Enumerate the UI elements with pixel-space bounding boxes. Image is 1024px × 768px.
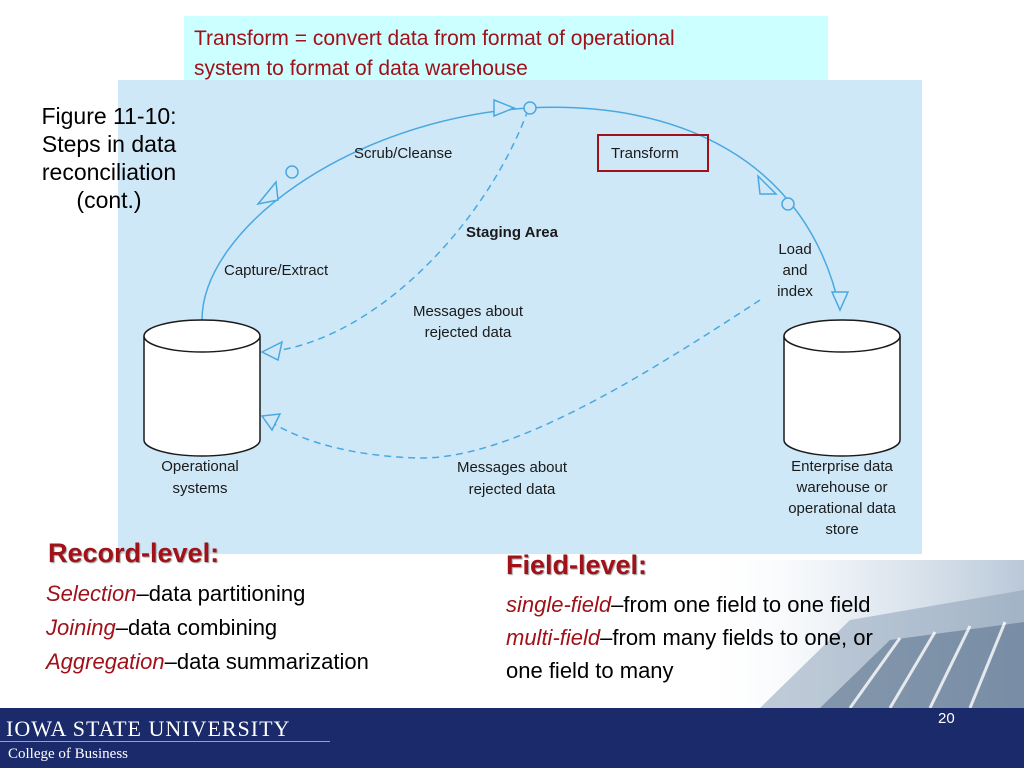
arc-node-right [781,197,795,211]
flow-arc [201,106,841,321]
label-index: index [777,283,813,300]
label-enterprise-1: Enterprise data [791,458,893,475]
operational-systems-cylinder-icon [143,319,261,457]
field-level-line-2: multi-field–from many fields to one, or [506,621,873,655]
reconciliation-diagram: Scrub/Cleanse Transform Staging Area Cap… [118,80,922,554]
record-level-item-selection: Selection–data partitioning [46,577,305,611]
label-staging-area: Staging Area [466,224,559,241]
term-aggregation: Aggregation [46,649,165,674]
callout-line-1: Transform = convert data from format of … [194,27,675,50]
arrowhead-msg-upper-icon [260,340,284,362]
desc-multi-field: –from many fields to one, or [600,625,873,650]
label-msg-upper-2: rejected data [425,324,512,341]
arrowhead-load-icon [830,291,850,312]
desc-single-field: –from one field to one field [611,592,871,617]
lower-message-path [267,299,761,459]
term-single-field: single-field [506,592,612,617]
figure-caption: Figure 11-10: Steps in data reconciliati… [14,102,204,214]
field-level-line-3: one field to many [506,658,674,683]
desc-aggregation: –data summarization [164,649,369,674]
label-msg-upper-1: Messages about [413,303,524,320]
arrowhead-msg-lower-icon [260,413,282,432]
field-level-heading: Field-level: [506,550,648,580]
arc-node-left [285,165,299,179]
university-name: IOWA STATE UNIVERSITY [6,716,291,741]
desc-selection: –data partitioning [136,581,306,606]
label-transform: Transform [611,145,679,162]
college-name: College of Business [8,746,128,762]
label-msg-lower-2: rejected data [469,481,556,498]
label-load: Load [778,241,811,258]
figure-caption-line-1: Figure 11-10: [41,103,177,129]
record-level-item-aggregation: Aggregation–data summarization [46,645,369,679]
label-msg-lower-1: Messages about [457,459,568,476]
field-level-line-1: single-field–from one field to one field [506,588,870,622]
label-enterprise-2: warehouse or [796,479,888,496]
footer-divider [0,741,330,742]
callout-line-2: system to format of data warehouse [194,57,528,80]
transform-highlight-box [597,134,709,172]
label-scrub-cleanse: Scrub/Cleanse [354,145,452,162]
record-level-heading: Record-level: [48,538,220,568]
label-enterprise-4: store [825,521,858,538]
figure-caption-line-3: reconciliation [41,159,177,185]
figure-caption-line-4: (cont.) [76,187,142,213]
figure-caption-line-2: Steps in data [41,131,177,157]
label-capture-extract: Capture/Extract [224,262,329,279]
campus-building-image [700,560,1024,708]
arrowhead-scrub-icon [493,98,517,118]
upper-message-path [267,109,529,353]
term-joining: Joining [46,615,116,640]
term-selection: Selection [46,581,137,606]
label-operational-2: systems [172,480,227,497]
arrowhead-transform-icon [757,173,778,195]
record-level-item-joining: Joining–data combining [46,611,277,645]
label-operational-1: Operational [161,458,239,475]
term-multi-field: multi-field [506,625,601,650]
footer-bar: IOWA STATE UNIVERSITY College of Busines… [0,708,1024,768]
arc-node-top [523,101,537,115]
warehouse-cylinder-icon [783,319,901,457]
diagram-svg: Scrub/Cleanse Transform Staging Area Cap… [143,98,901,538]
arrowhead-capture-icon [256,180,279,206]
label-enterprise-3: operational data [788,500,896,517]
desc-joining: –data combining [115,615,278,640]
label-and: and [782,262,807,279]
definition-callout: Transform = convert data from format of … [184,16,828,88]
page-number: 20 [938,710,955,727]
